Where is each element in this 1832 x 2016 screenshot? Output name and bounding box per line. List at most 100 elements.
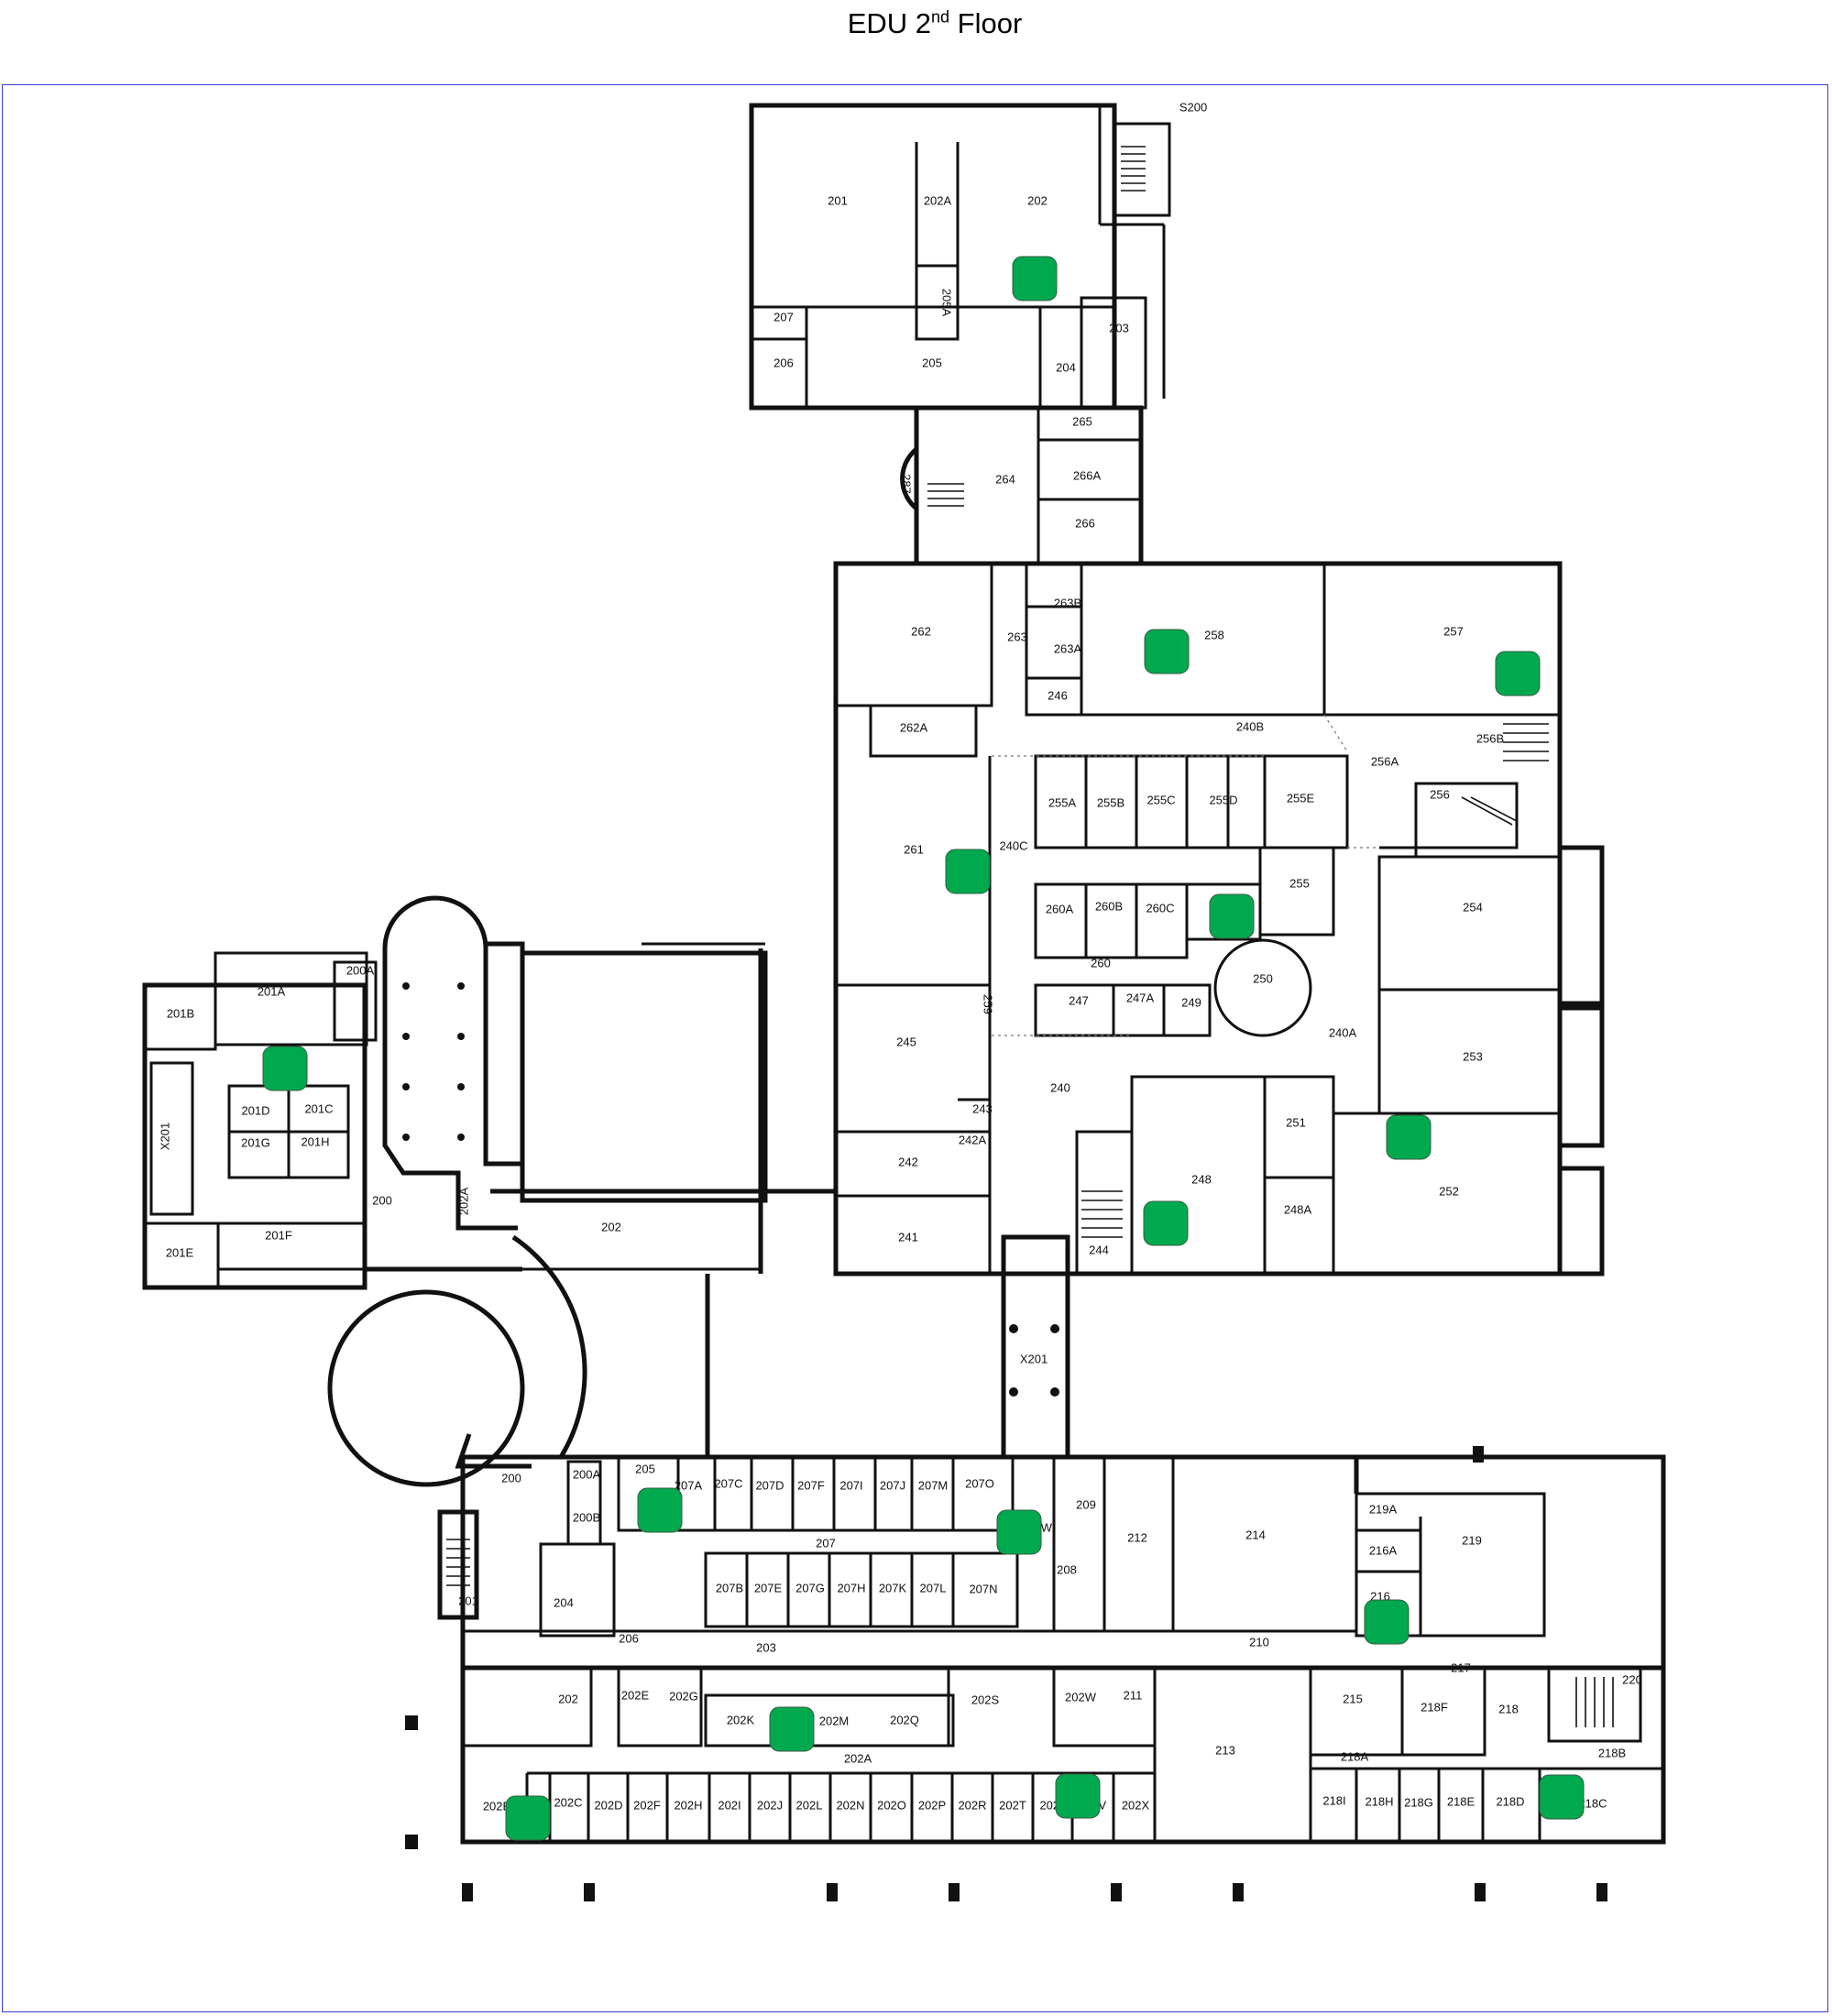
room-label: 218E xyxy=(1447,1794,1475,1808)
room-label: 204 xyxy=(554,1595,574,1609)
room-label: 206 xyxy=(773,356,794,369)
room-label: 250 xyxy=(1253,971,1273,985)
room-label: 218F xyxy=(1421,1700,1448,1714)
room-label: 202F xyxy=(633,1798,661,1812)
room-label: 202Q xyxy=(890,1713,919,1726)
room-label: 202R xyxy=(958,1798,986,1812)
room-label: 241 xyxy=(898,1230,918,1244)
room-label: 202O xyxy=(877,1798,906,1812)
room-label: 202E xyxy=(621,1688,650,1702)
room-label: 201F xyxy=(265,1228,292,1242)
room-label: 202A xyxy=(456,1187,470,1215)
location-marker[interactable] xyxy=(1144,629,1190,674)
map-title-main: EDU 2 xyxy=(847,7,932,39)
room-label: 240B xyxy=(1236,719,1264,733)
room-label: 203 xyxy=(756,1640,776,1654)
room-label: 200A xyxy=(346,963,375,977)
location-marker[interactable] xyxy=(262,1046,308,1091)
room-label: 255E xyxy=(1287,791,1315,805)
location-marker[interactable] xyxy=(1539,1774,1585,1820)
room-label: 200 xyxy=(372,1193,392,1207)
location-marker[interactable] xyxy=(1364,1599,1410,1645)
location-marker[interactable] xyxy=(1209,893,1255,939)
room-label: 214 xyxy=(1245,1528,1266,1541)
room-label: 206 xyxy=(619,1631,639,1645)
room-label: 207F xyxy=(797,1478,825,1492)
location-marker[interactable] xyxy=(1386,1114,1432,1160)
room-label: 202H xyxy=(674,1798,702,1812)
room-label: 207L xyxy=(920,1581,947,1594)
room-label: 218C xyxy=(1578,1796,1607,1810)
location-marker[interactable] xyxy=(996,1509,1042,1555)
room-label: 245 xyxy=(896,1035,916,1048)
room-label: 263A xyxy=(1054,641,1082,655)
location-marker[interactable] xyxy=(1012,256,1058,301)
room-label: 207D xyxy=(755,1478,784,1492)
room-label: 247 xyxy=(1069,993,1089,1007)
room-label: 218G xyxy=(1404,1795,1433,1809)
room-label: 240C xyxy=(999,838,1027,852)
room-label: X201 xyxy=(158,1123,171,1150)
room-label: 262A xyxy=(900,720,928,734)
room-label: 257 xyxy=(1443,624,1464,638)
room-label: 207C xyxy=(714,1476,742,1490)
room-label: 263 xyxy=(1007,630,1027,643)
room-label: 207H xyxy=(837,1581,865,1594)
room-label: 265 xyxy=(1072,414,1092,428)
room-label: 212 xyxy=(1127,1530,1147,1544)
room-label: S200 xyxy=(1179,100,1207,114)
room-label: 244 xyxy=(1089,1243,1109,1256)
location-markers[interactable] xyxy=(262,256,1585,1841)
location-marker[interactable] xyxy=(637,1487,683,1533)
room-label: 251 xyxy=(1286,1115,1306,1129)
walls xyxy=(142,103,1666,1845)
room-label: 255B xyxy=(1097,795,1124,809)
room-label: 261 xyxy=(904,842,924,856)
room-label: 207B xyxy=(716,1581,743,1594)
location-marker[interactable] xyxy=(1055,1773,1101,1819)
room-label: 202 xyxy=(601,1220,621,1233)
room-label: 242 xyxy=(898,1155,918,1168)
room-label: 218I xyxy=(1322,1793,1345,1807)
room-label: 201E xyxy=(166,1245,194,1259)
room-label: 203 xyxy=(1109,321,1129,334)
location-marker[interactable] xyxy=(505,1795,551,1841)
room-label: 240 xyxy=(1050,1080,1070,1094)
room-label: 255C xyxy=(1146,793,1175,806)
room-label: 248 xyxy=(1191,1172,1212,1186)
room-label: 202C xyxy=(554,1795,582,1809)
room-label: 260B xyxy=(1095,899,1123,913)
room-label: 204 xyxy=(1056,360,1076,374)
room-label: 256B xyxy=(1476,731,1504,745)
room-label: 249 xyxy=(1181,995,1201,1009)
location-marker[interactable] xyxy=(945,849,991,894)
room-label: 202L xyxy=(796,1798,823,1812)
room-label: 217 xyxy=(1451,1660,1471,1674)
room-label: 218A xyxy=(1341,1749,1369,1763)
room-label: 207J xyxy=(880,1478,905,1492)
map-title-rest: Floor xyxy=(949,7,1023,39)
location-marker[interactable] xyxy=(1143,1200,1189,1246)
room-label: 205 xyxy=(922,356,942,369)
room-label: 219 xyxy=(1462,1533,1482,1547)
room-label: 255A xyxy=(1048,795,1077,809)
room-label: 202T xyxy=(999,1798,1026,1812)
room-label: 266 xyxy=(1075,516,1095,530)
room-label: 256 xyxy=(1430,787,1450,801)
room-label: 202G xyxy=(669,1689,698,1703)
location-marker[interactable] xyxy=(769,1706,815,1752)
room-label: 202K xyxy=(727,1713,755,1726)
structural-columns xyxy=(402,982,1607,1901)
room-label: 266A xyxy=(1073,468,1102,482)
room-label: 202B xyxy=(483,1799,510,1813)
room-label: 201 xyxy=(458,1594,478,1607)
location-marker[interactable] xyxy=(1495,651,1541,696)
room-label: 218 xyxy=(1498,1702,1519,1715)
room-label: 202N xyxy=(836,1798,864,1812)
room-label: 202 xyxy=(558,1692,578,1705)
room-label: 202A xyxy=(924,193,952,207)
room-label: 242A xyxy=(959,1133,987,1146)
room-label: 207A xyxy=(675,1478,703,1492)
map-frame xyxy=(2,84,1828,2012)
